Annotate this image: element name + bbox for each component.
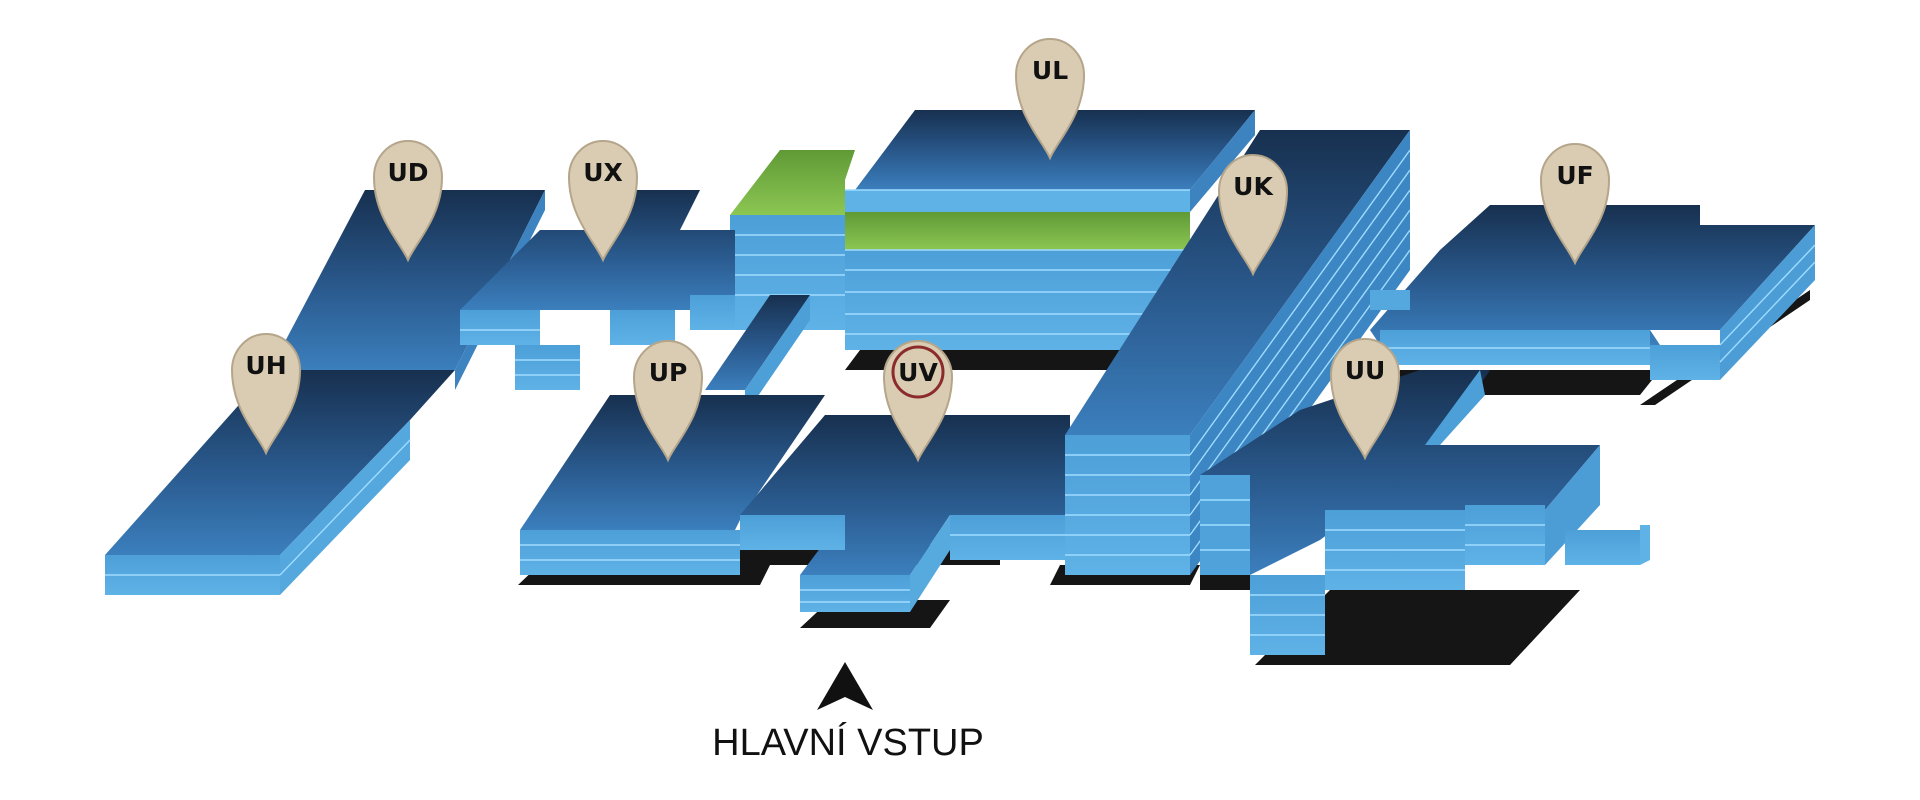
pin-uh[interactable]: UH bbox=[230, 333, 302, 456]
pin-ud[interactable]: UD bbox=[372, 140, 444, 263]
building-uu[interactable] bbox=[1200, 370, 1650, 655]
pin-ux[interactable]: UX bbox=[567, 140, 639, 263]
building-uv[interactable] bbox=[740, 415, 1070, 612]
pin-uk[interactable]: UK bbox=[1217, 154, 1289, 277]
pin-uv-active-ring bbox=[891, 345, 945, 399]
pin-ul-label: UL bbox=[1032, 56, 1068, 85]
pin-uu-label: UU bbox=[1345, 356, 1386, 385]
building-uf[interactable] bbox=[1370, 205, 1816, 380]
pin-uf-label: UF bbox=[1556, 161, 1593, 190]
pin-uv-label: UV bbox=[898, 358, 938, 387]
building-ul[interactable] bbox=[730, 110, 1255, 350]
connector-up-ul bbox=[705, 295, 810, 415]
arrow-up-icon bbox=[817, 662, 873, 710]
pin-uk-label: UK bbox=[1233, 172, 1274, 201]
pin-ux-label: UX bbox=[583, 158, 623, 187]
pin-ud-label: UD bbox=[387, 158, 428, 187]
pin-uf[interactable]: UF bbox=[1539, 143, 1611, 266]
building-up[interactable] bbox=[520, 395, 825, 575]
pin-up[interactable]: UP bbox=[632, 340, 704, 463]
building-uh[interactable] bbox=[105, 370, 455, 595]
main-entrance-label: HLAVNÍ VSTUP bbox=[712, 721, 984, 764]
main-entrance: HLAVNÍ VSTUP bbox=[712, 662, 984, 764]
pin-uv[interactable]: UV bbox=[882, 340, 954, 463]
pin-up-label: UP bbox=[649, 358, 688, 387]
pin-ul[interactable]: UL bbox=[1014, 38, 1086, 161]
pin-uu[interactable]: UU bbox=[1329, 338, 1401, 461]
pin-uh-label: UH bbox=[245, 351, 286, 380]
